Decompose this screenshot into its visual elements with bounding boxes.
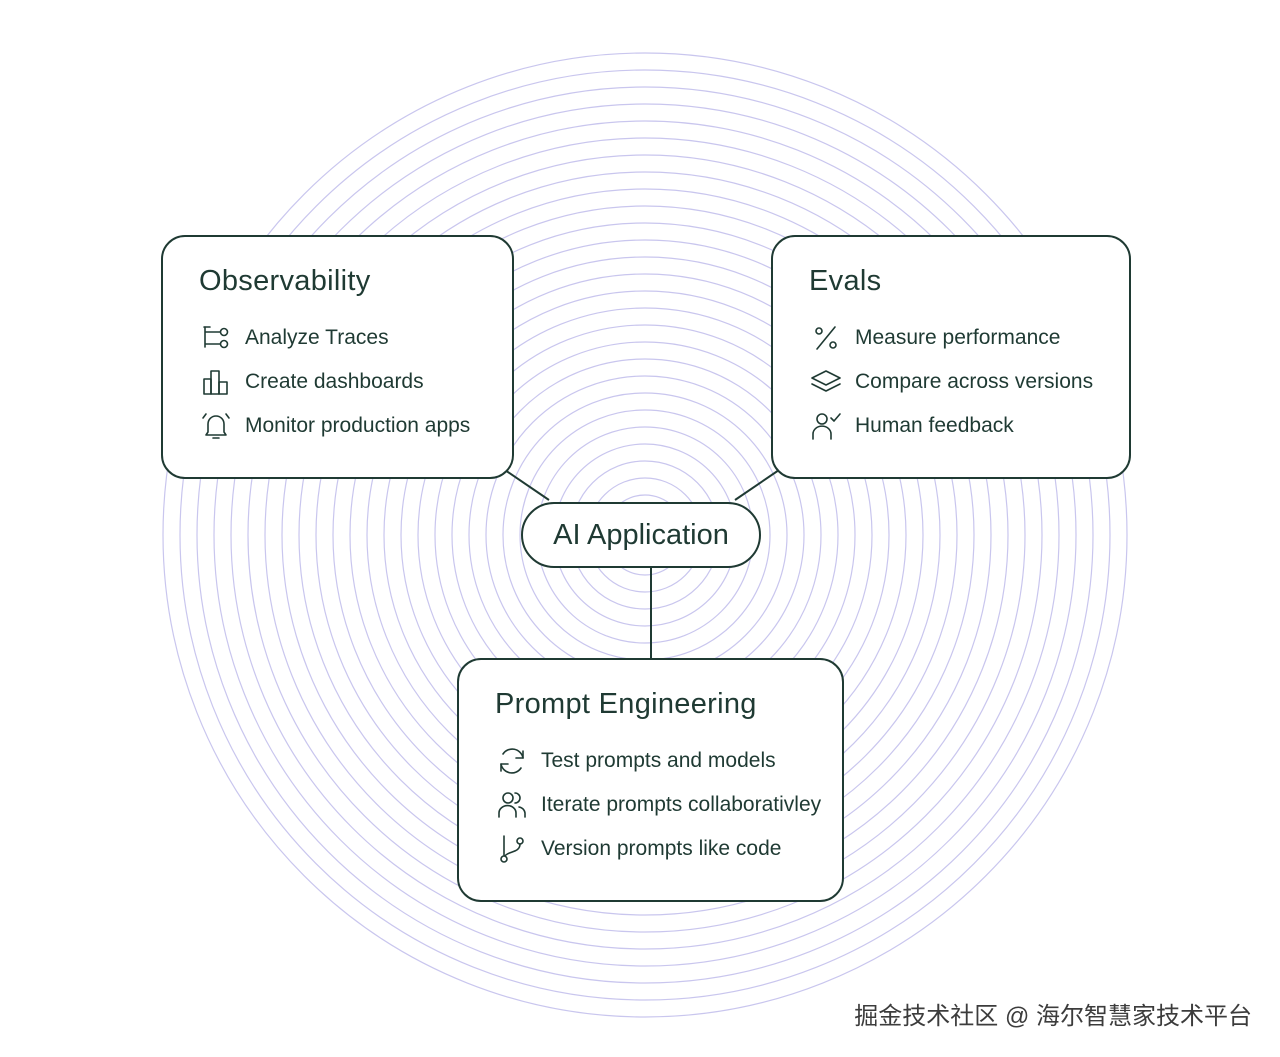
connector-evals [734,469,780,501]
list-item: Analyze Traces [199,323,389,353]
list-item: Human feedback [809,411,1014,441]
background-ring [247,137,1043,933]
user-check-icon [809,409,843,443]
list-item: Monitor production apps [199,411,470,441]
background-ring [162,52,1128,1018]
background-ring [179,69,1111,1001]
prompt-engineering-card: Prompt Engineering Test prompts and mode… [457,658,844,902]
layers-icon [809,365,843,399]
observability-title: Observability [199,265,371,297]
background-ring [213,103,1077,967]
ai-application-label: AI Application [553,518,729,551]
alarm-bell-icon [199,409,233,443]
connector-observability [504,469,550,501]
ai-application-node: AI Application [521,502,761,568]
prompt-engineering-title: Prompt Engineering [495,688,757,720]
git-branch-icon [495,832,529,866]
list-item: Measure performance [809,323,1060,353]
percent-icon [809,321,843,355]
refresh-icon [495,744,529,778]
evals-title: Evals [809,265,882,297]
list-item: Create dashboards [199,367,424,397]
users-icon [495,788,529,822]
list-item: Test prompts and models [495,746,776,776]
background-ring [230,120,1060,950]
trace-tree-icon [199,321,233,355]
watermark: 掘金技术社区 @ 海尔智慧家技术平台 [854,1003,1252,1030]
list-item: Compare across versions [809,367,1093,397]
background-ring [264,154,1026,916]
observability-card: Observability Analyze Traces Create dash… [161,235,514,479]
evals-card: Evals Measure performance Compare across… [771,235,1131,479]
bar-chart-icon [199,365,233,399]
background-ring [196,86,1094,984]
list-item: Version prompts like code [495,834,781,864]
list-item: Iterate prompts collaborativley [495,790,821,820]
